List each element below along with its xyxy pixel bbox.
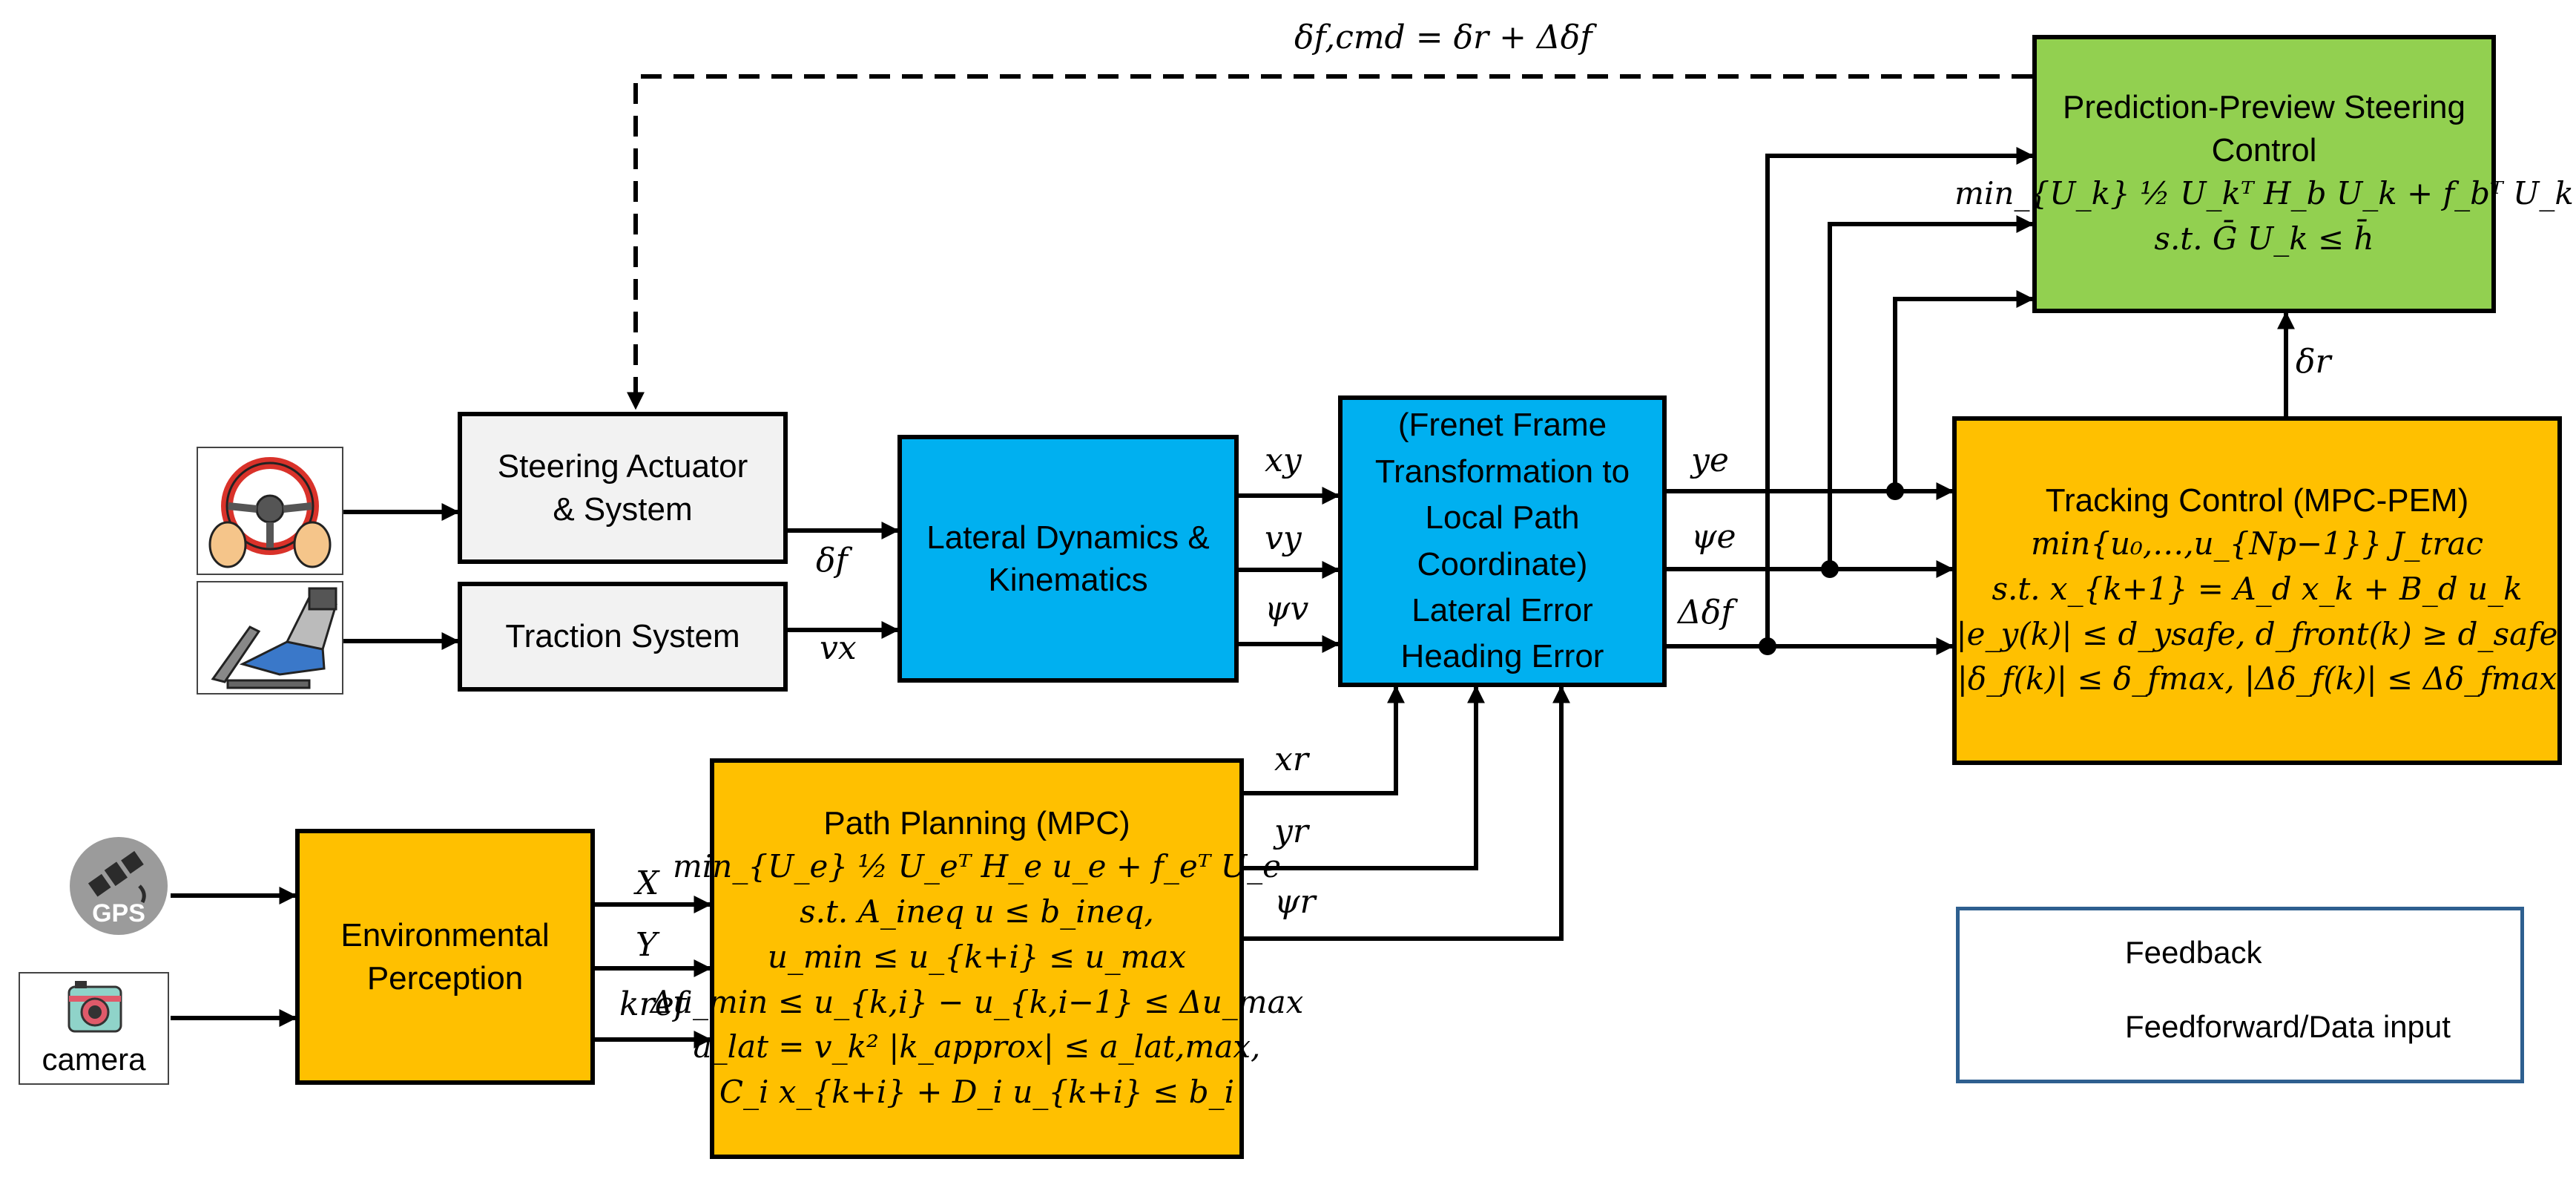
- tracking-control-title: Tracking Control (MPC-PEM): [2045, 482, 2469, 519]
- delta-f-label: δf: [816, 542, 848, 579]
- junction-dot: [1821, 560, 1839, 578]
- gps-satellite-icon: GPS: [68, 834, 169, 938]
- feedback-command-label: δf,cmd = δr + Δδf: [1294, 19, 1592, 56]
- lateral-dynamics-block: Lateral Dynamics & Kinematics: [897, 435, 1239, 683]
- frenet-line1: (Frenet Frame: [1397, 407, 1607, 444]
- pedal-icon: [197, 581, 343, 695]
- tracking-control-block: Tracking Control (MPC-PEM) min{u₀,…,u_{N…: [1952, 416, 2562, 765]
- junction-dot: [1886, 482, 1904, 500]
- k-ref-label: kref: [619, 985, 687, 1023]
- path-eq-ineq: s.t. A_ineq u ≤ b_ineq,: [800, 893, 1154, 930]
- path-eq-state-constraint: C_i x_{k+i} + D_i u_{k+i} ≤ b_i: [719, 1074, 1235, 1111]
- traction-system-block: Traction System: [458, 582, 788, 692]
- gps-label: GPS: [92, 899, 145, 927]
- x-y-label: xy: [1265, 441, 1302, 479]
- frenet-line2: Transformation to: [1374, 453, 1630, 490]
- d-delta-f-label: Δδf: [1678, 594, 1733, 631]
- d-delta-f-tap: [1765, 147, 2035, 646]
- lateral-dynamics-line2: Kinematics: [988, 562, 1148, 598]
- psi-e-tap: [1828, 215, 2035, 569]
- frenet-line6: Heading Error: [1400, 638, 1604, 675]
- path-eq-objective: min_{U_e} ½ U_eᵀ H_e u_e + f_eᵀ U_e: [673, 847, 1281, 884]
- environmental-perception-block: Environmental Perception: [295, 829, 595, 1085]
- camera-input: camera: [19, 972, 169, 1085]
- steering-actuator-line1: Steering Actuator: [497, 448, 748, 485]
- perception-line1: Environmental: [340, 917, 550, 954]
- prediction-preview-block: Prediction-Preview Steering Control min_…: [1954, 35, 2574, 313]
- v-y-label: vy: [1265, 519, 1302, 557]
- legend-feedforward-label: Feedforward/Data input: [2125, 1009, 2451, 1044]
- steering-actuator-block: Steering Actuator & System: [458, 412, 788, 564]
- psi-e-label: ψe: [1691, 518, 1736, 556]
- tracking-eq-objective: min{u₀,…,u_{Np−1}} J_trac: [2030, 525, 2484, 562]
- preview-title-line2: Control: [2211, 131, 2317, 168]
- y-e-label: ye: [1691, 441, 1729, 479]
- legend-feedback-label: Feedback: [2125, 935, 2262, 970]
- traction-system-label: Traction System: [505, 618, 740, 655]
- tracking-eq-steering-limits: |δ_f(k)| ≤ δ_fmax, |Δδ_f(k)| ≤ Δδ_fmax: [1957, 660, 2557, 697]
- psi-v-label: ψv: [1265, 590, 1309, 628]
- x-r-line: [1244, 685, 1405, 795]
- legend: [1956, 907, 2524, 1083]
- path-eq-u-bounds: u_min ≤ u_{k+i} ≤ u_max: [767, 938, 1187, 975]
- steering-actuator-line2: & System: [553, 490, 693, 528]
- frenet-line5: Lateral Error: [1411, 591, 1593, 628]
- y-r-label: yr: [1274, 812, 1308, 850]
- preview-eq-objective: min_{U_k} ½ U_kᵀ H_b U_k + f_bᵀ U_k: [1954, 174, 2574, 211]
- path-planning-title: Path Planning (MPC): [823, 804, 1130, 841]
- feedback-line: [627, 74, 2032, 410]
- frenet-transformation-block: (Frenet Frame Transformation to Local Pa…: [1338, 395, 1667, 687]
- path-eq-lat-accel: a_lat = v_k² |k_approx| ≤ a_lat,max,: [693, 1028, 1261, 1066]
- delta-r-label: δr: [2296, 343, 2331, 381]
- Y-label: Y: [636, 926, 658, 964]
- steering-wheel-icon: [197, 447, 343, 575]
- X-label: X: [636, 864, 659, 902]
- perception-line2: Perception: [366, 959, 524, 997]
- psi-r-label: ψr: [1274, 883, 1316, 921]
- tracking-eq-dynamics: s.t. x_{k+1} = A_d x_k + B_d u_k: [1992, 570, 2523, 607]
- y-e-tap: [1893, 290, 2035, 491]
- frenet-line3: Local Path: [1425, 499, 1580, 536]
- junction-dot: [1759, 637, 1776, 655]
- path-planning-block: Path Planning (MPC) min_{U_e} ½ U_eᵀ H_e…: [650, 758, 1303, 1159]
- psi-r-line: [1244, 685, 1570, 941]
- lateral-dynamics-line1: Lateral Dynamics &: [926, 519, 1210, 556]
- frenet-line4: Coordinate): [1417, 545, 1588, 582]
- camera-label: camera: [42, 1042, 146, 1077]
- x-r-label: xr: [1274, 741, 1308, 778]
- path-eq-du-bounds: Δu_min ≤ u_{k,i} − u_{k,i−1} ≤ Δu_max: [650, 983, 1304, 1020]
- v-x-label: vx: [820, 629, 857, 667]
- preview-eq-constraint: s.t. Ḡ U_k ≤ h̄: [2154, 220, 2374, 257]
- y-r-line: [1244, 685, 1485, 870]
- preview-title-line1: Prediction-Preview Steering: [2063, 89, 2465, 126]
- tracking-eq-safety: |e_y(k)| ≤ d_ysafe, d_front(k) ≥ d_safe: [1956, 615, 2558, 652]
- camera-icon: [67, 981, 122, 1033]
